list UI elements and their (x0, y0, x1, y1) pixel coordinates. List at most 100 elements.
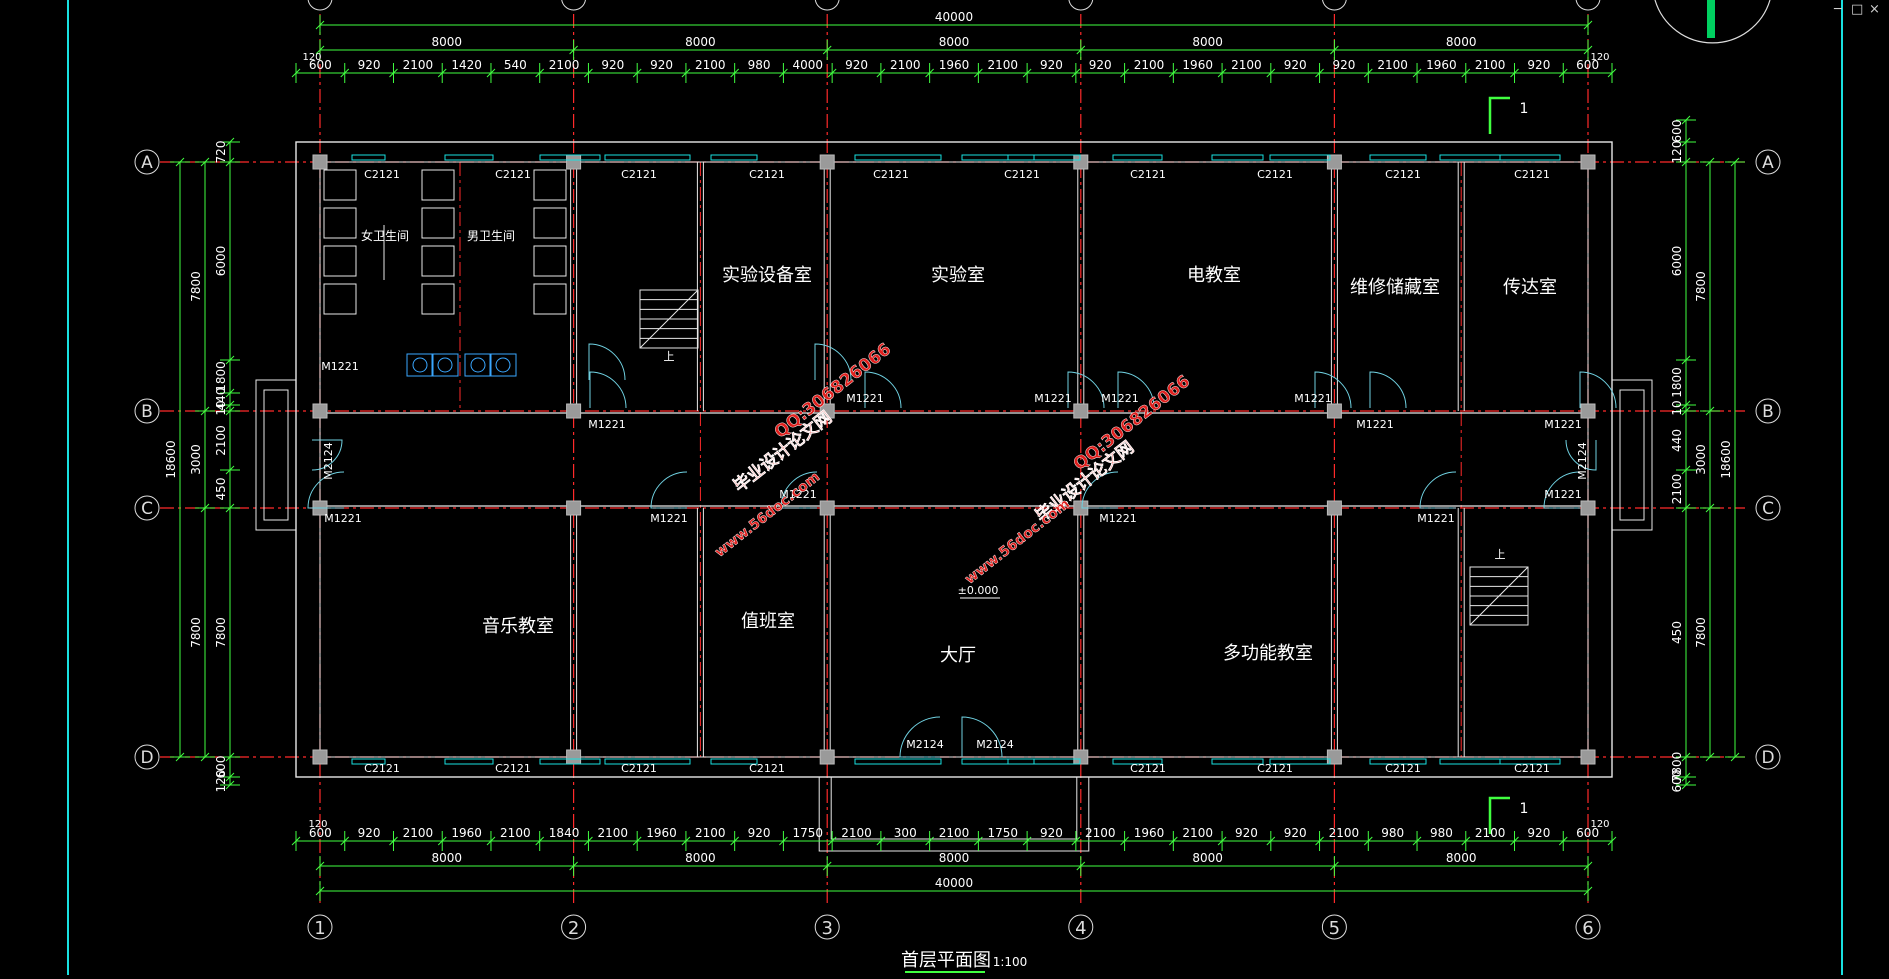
window-south-11 (1369, 758, 1427, 765)
room-name-10: 男卫生间 (467, 229, 515, 243)
dim-top-detail-label-26: 600 (1576, 58, 1599, 72)
room-name-4: 传达室 (1503, 277, 1557, 298)
window-label-north-3: C2121 (749, 168, 785, 181)
axis-bubble-left-C (134, 495, 160, 521)
axis-bubble-top-4 (1068, 0, 1094, 11)
room-name-3: 维修储藏室 (1350, 277, 1440, 298)
room-name-6: 值班室 (741, 611, 795, 632)
side-porch-1 (1611, 379, 1653, 531)
window-north-8 (1112, 154, 1163, 161)
window-label-north-1: C2121 (495, 168, 531, 181)
dim-top-bays-label-3: 8000 (1192, 35, 1223, 49)
door-label-2: M1221 (1034, 392, 1072, 405)
column-4-1 (1326, 403, 1342, 419)
watermark-4: QQ:306826066 (1070, 371, 1194, 474)
door-label-3: M1221 (1101, 392, 1139, 405)
window-north-1 (444, 154, 494, 161)
section-mark-label-0: 1 (1520, 101, 1529, 117)
window-south-10 (1269, 758, 1331, 765)
side-door-label-left: M2124 (322, 442, 335, 480)
window-label-north-8: C2121 (1385, 168, 1421, 181)
toilet-stall-a-3 (323, 283, 357, 315)
window-label-north-0: C2121 (364, 168, 400, 181)
door-label-4: M1221 (1294, 392, 1332, 405)
room-name-8: 多功能教室 (1223, 643, 1313, 664)
dim-right-detail-label-1: 120 (1670, 141, 1684, 164)
axis-number-6: 6 (1582, 918, 1593, 939)
dim-left-detail-label-8: 600 (214, 756, 228, 779)
dim-right-spans-label-0: 7800 (1694, 271, 1708, 302)
dim-top-detail-label-10: 4000 (793, 58, 824, 72)
dim-top-detail-label-0: 600 (309, 58, 332, 72)
washbasin-2 (470, 357, 486, 373)
dim-right-detail-label-8: 7800 (1670, 752, 1684, 783)
dim-right-detail-label-0: 600 (1670, 120, 1684, 143)
column-5-0 (1580, 154, 1596, 170)
axis-number-4: 4 (1075, 918, 1086, 939)
window-north-3 (604, 154, 691, 161)
axis-number-2: 2 (568, 918, 579, 939)
toilet-stall-b-2 (421, 245, 455, 277)
maximize-button[interactable]: □ (1851, 2, 1864, 17)
dim-right-detail-label-4: 10 (1670, 400, 1684, 415)
dim-right-detail-label-3: 1800 (1670, 367, 1684, 398)
dim-bottom-detail-label-7: 1960 (646, 826, 677, 840)
column-2-3 (819, 749, 835, 765)
dim-bottom-detail-label-4: 2100 (500, 826, 531, 840)
section-mark-0 (1488, 96, 1510, 134)
toilet-stall-c-3 (533, 283, 567, 315)
dim-top-detail-label-18: 1960 (1182, 58, 1213, 72)
column-2-2 (819, 500, 835, 516)
window-north-7 (1007, 154, 1081, 161)
dim-bottom-detail-label-18: 2100 (1182, 826, 1213, 840)
window-label-north-4: C2121 (873, 168, 909, 181)
dim-top-edge-left: 120 (302, 52, 321, 63)
dim-bottom-detail-label-12: 300 (894, 826, 917, 840)
section-mark-1 (1488, 796, 1510, 834)
axis-number-5: 5 (1329, 918, 1340, 939)
dim-bottom-bays-label-0: 8000 (432, 851, 463, 865)
dim-top-detail-label-3: 1420 (451, 58, 482, 72)
dim-top-bays-label-0: 8000 (432, 35, 463, 49)
axis-letter-left-B: B (141, 402, 153, 422)
dim-right-detail-label-5: 440 (1670, 429, 1684, 452)
axis-letter-left-A: A (141, 153, 153, 173)
window-label-south-5: C2121 (1257, 762, 1293, 775)
door-label-1: M1221 (588, 418, 626, 431)
washbasin-box-2 (464, 353, 492, 377)
dim-bottom-detail-label-1: 920 (358, 826, 381, 840)
axis-number-1: 1 (314, 918, 325, 939)
column-4-2 (1326, 500, 1342, 516)
toilet-stall-b-0 (421, 169, 455, 201)
close-button[interactable]: × (1869, 2, 1880, 17)
window-north-10 (1269, 154, 1331, 161)
dim-left-detail-label-0: 720 (214, 141, 228, 164)
axis-bubble-2 (561, 914, 587, 940)
dim-bottom-detail-label-21: 2100 (1329, 826, 1360, 840)
window-label-north-5: C2121 (1004, 168, 1040, 181)
column-5-2 (1580, 500, 1596, 516)
dim-bottom-detail-label-22: 980 (1381, 826, 1404, 840)
toilet-stall-c-2 (533, 245, 567, 277)
dim-right-detail-label-6: 2100 (1670, 474, 1684, 505)
dim-top-detail-label-9: 980 (748, 58, 771, 72)
washbasin-3 (495, 357, 511, 373)
dim-top-detail-label-21: 920 (1332, 58, 1355, 72)
door-label-13: M1221 (846, 392, 884, 405)
axis-bubble-right-B (1755, 398, 1781, 424)
toilet-stall-a-2 (323, 245, 357, 277)
window-south-9 (1211, 758, 1264, 765)
dim-left-detail-label-5: 2100 (214, 425, 228, 456)
main-door-label-right: M2124 (976, 738, 1014, 751)
dim-left-detail-label-3: 440 (214, 388, 228, 411)
minimize-button[interactable]: ─ (1834, 2, 1842, 17)
dim-bottom-total-label-0: 40000 (935, 876, 973, 890)
axis-bubble-right-D (1755, 744, 1781, 770)
column-5-3 (1580, 749, 1596, 765)
axis-letter-left-D: D (140, 748, 153, 768)
axis-bubble-6 (1575, 914, 1601, 940)
stair-up-label-south: 上 (1495, 548, 1506, 561)
dim-top-detail-label-1: 920 (358, 58, 381, 72)
dim-bottom-bays-label-1: 8000 (685, 851, 716, 865)
